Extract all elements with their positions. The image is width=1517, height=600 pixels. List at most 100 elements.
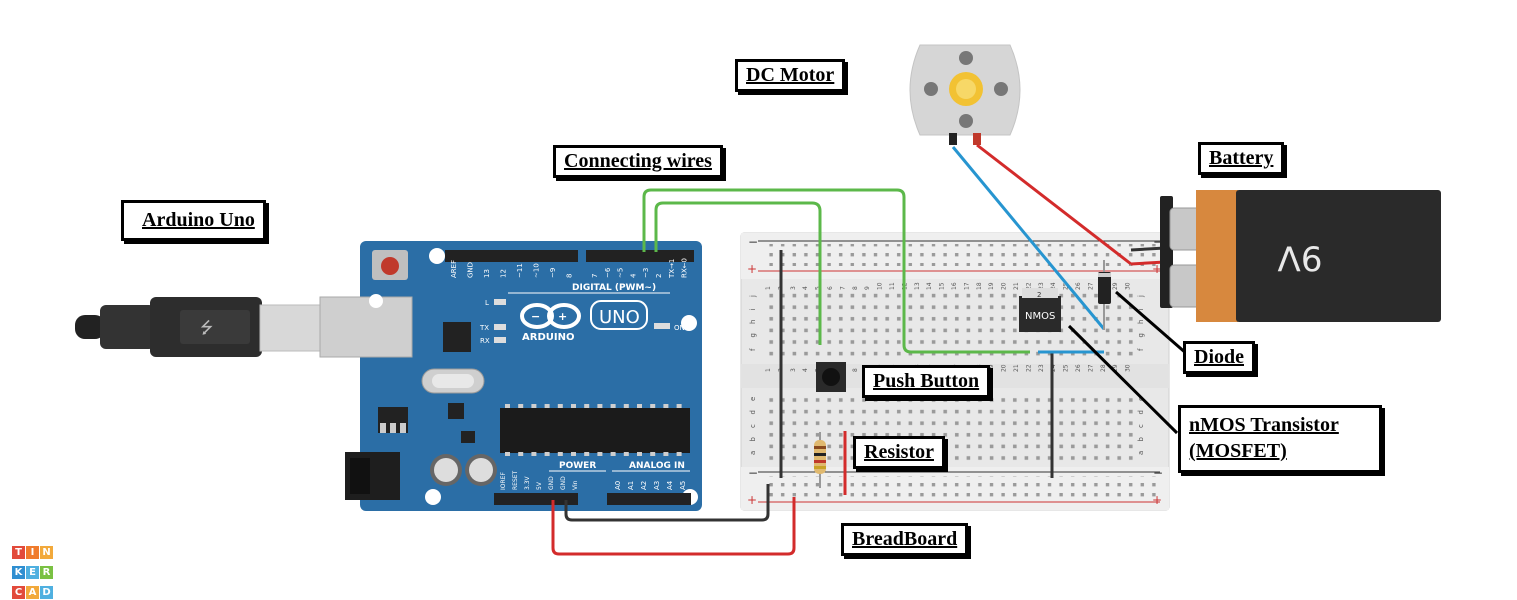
digital-pin-label: 13: [483, 269, 491, 278]
tinkercad-logo-letter: I: [26, 546, 39, 559]
wire-red-5v: [551, 497, 796, 556]
label-nmos-transistor: nMOS Transistor (MOSFET): [1178, 405, 1382, 473]
tx-led-label: TX: [479, 324, 489, 332]
tinkercad-logo-letter: E: [26, 566, 39, 579]
chip-pin: [518, 452, 524, 456]
chip-pin: [505, 452, 510, 456]
chip-pin: [571, 404, 576, 408]
tinkercad-logo-letter: C: [12, 586, 25, 599]
bb-row-letter: h: [749, 320, 757, 324]
digital-pin-label: GND: [467, 262, 475, 278]
power-header-label: POWER: [559, 461, 596, 471]
svg-text:+: +: [558, 310, 567, 323]
bb-column-number: 20: [1001, 364, 1008, 372]
bb-column-number: 25: [1063, 364, 1070, 372]
wire-red-battery: [1130, 260, 1166, 266]
bb-row-letter: b: [1137, 437, 1145, 442]
bb-column-number: 23: [1038, 364, 1045, 372]
battery-voltage-label: 9V: [1278, 238, 1323, 278]
breadboard: − + − + − + − + 123456789101112131415161…: [740, 232, 1170, 511]
bb-column-number: 5: [815, 286, 822, 290]
analog-header-label: ANALOG IN: [629, 461, 685, 471]
label-nmos-line1: nMOS Transistor: [1189, 414, 1339, 436]
tinkercad-logo-letter: A: [26, 586, 39, 599]
digital-pin-label: TX→1: [668, 259, 676, 279]
chip-pin: [663, 452, 669, 456]
chip-pin: [597, 404, 603, 408]
resistor: [814, 432, 826, 488]
bb-column-number: 3: [790, 286, 797, 290]
digital-pin-label: 12: [500, 269, 508, 278]
bb-column-number: 20: [1001, 282, 1008, 290]
bb-column-number: 3: [790, 368, 797, 372]
bb-row-letter: f: [749, 348, 757, 351]
chip-pins: [505, 404, 682, 456]
bb-column-number: 27: [1087, 364, 1094, 372]
bb-column-number: 21: [1013, 364, 1020, 372]
bb-row-letter: j: [1137, 295, 1145, 298]
bb-column-number: 26: [1075, 364, 1082, 372]
chip-pin: [650, 452, 656, 456]
bb-row-letter: h: [1137, 320, 1145, 324]
tinkercad-logo-letter: N: [40, 546, 53, 559]
analog-pin-label: A4: [666, 480, 674, 490]
bb-row-letter: g: [1137, 333, 1145, 337]
bb-column-number: 8: [852, 368, 859, 372]
chip-pin: [663, 404, 669, 408]
bb-column-number: 21: [1013, 282, 1020, 290]
tinkercad-logo-letter: K: [12, 566, 25, 579]
bb-row-letter: i: [1137, 309, 1145, 311]
bb-row-letter: c: [749, 424, 757, 428]
chip-pin: [610, 404, 616, 408]
bb-column-number: 25: [1063, 282, 1070, 290]
chip-pin: [557, 404, 563, 408]
bb-row-letter: j: [749, 295, 757, 298]
transistor-label: NMOS: [1025, 311, 1055, 322]
svg-text:−: −: [748, 466, 758, 480]
bb-column-number: 29: [1112, 364, 1119, 372]
bb-row-letter: e: [749, 397, 757, 401]
wire-black-battery: [1130, 246, 1166, 252]
digital-pin-label: RX←0: [681, 258, 689, 278]
svg-text:+: +: [1152, 493, 1162, 507]
svg-text:+: +: [747, 262, 757, 276]
chip-pin: [637, 452, 642, 456]
digital-pin-label: ~9: [549, 268, 557, 278]
digital-pin-label: 8: [566, 274, 574, 278]
arduino-logo: − +: [520, 303, 581, 329]
digital-pin-label: ~5: [617, 268, 625, 278]
power-pin-label: Vin: [572, 480, 579, 490]
bb-column-number: 9: [864, 286, 871, 290]
chip-pin: [610, 452, 616, 456]
arduino-brand: ARDUINO: [522, 332, 574, 343]
bb-column-number: 13: [914, 282, 921, 290]
l-led-label: L: [485, 299, 489, 307]
bb-column-number: 22: [1025, 282, 1032, 290]
label-nmos-line2: (MOSFET): [1189, 440, 1287, 462]
bb-row-letter: a: [1137, 451, 1145, 455]
power-pin-label: RESET: [512, 470, 519, 490]
bb-column-number: 15: [939, 282, 946, 290]
bb-column-number: 7: [839, 286, 846, 290]
chip-pin: [637, 404, 642, 408]
bb-column-number: 19: [988, 364, 995, 372]
power-pin-label: GND: [560, 476, 567, 490]
bb-column-number: 23: [1038, 282, 1045, 290]
wire-blue-motor: [951, 146, 1106, 330]
bb-column-number: 1: [765, 368, 772, 372]
bb-column-number: 11: [889, 282, 896, 290]
chip-pin: [623, 452, 629, 456]
svg-text:−: −: [748, 235, 758, 249]
chip-pin: [650, 404, 656, 408]
chip-pin: [597, 452, 603, 456]
connecting-wires: [551, 143, 1166, 556]
svg-text:+: +: [747, 493, 757, 507]
wire-green-pin2: [654, 201, 822, 345]
analog-pin-label: A1: [627, 481, 635, 490]
bb-column-number: 8: [852, 286, 859, 290]
